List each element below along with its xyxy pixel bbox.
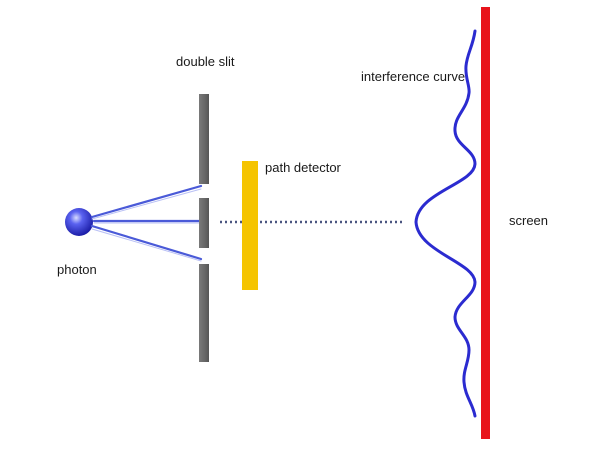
double-slit-barrier bbox=[199, 94, 209, 362]
interference-curve-label: interference curve bbox=[361, 69, 465, 84]
photon-beams bbox=[90, 184, 203, 262]
beam-upper-highlight bbox=[91, 188, 202, 220]
beam-upper bbox=[90, 184, 203, 219]
beam-lower bbox=[90, 224, 203, 261]
slit-segment-bottom bbox=[199, 264, 209, 362]
slit-segment-top bbox=[199, 94, 209, 184]
double-slit-label: double slit bbox=[176, 54, 235, 69]
photon-sphere bbox=[65, 208, 93, 236]
screen-label: screen bbox=[509, 213, 548, 228]
path-detector-bar bbox=[242, 161, 258, 290]
path-detector-label: path detector bbox=[265, 160, 342, 175]
slit-segment-middle bbox=[199, 198, 209, 248]
interference-curve-path bbox=[414, 29, 477, 418]
photon-label: photon bbox=[57, 262, 97, 277]
beam-lower-highlight bbox=[91, 228, 202, 262]
screen-bar bbox=[481, 7, 490, 439]
